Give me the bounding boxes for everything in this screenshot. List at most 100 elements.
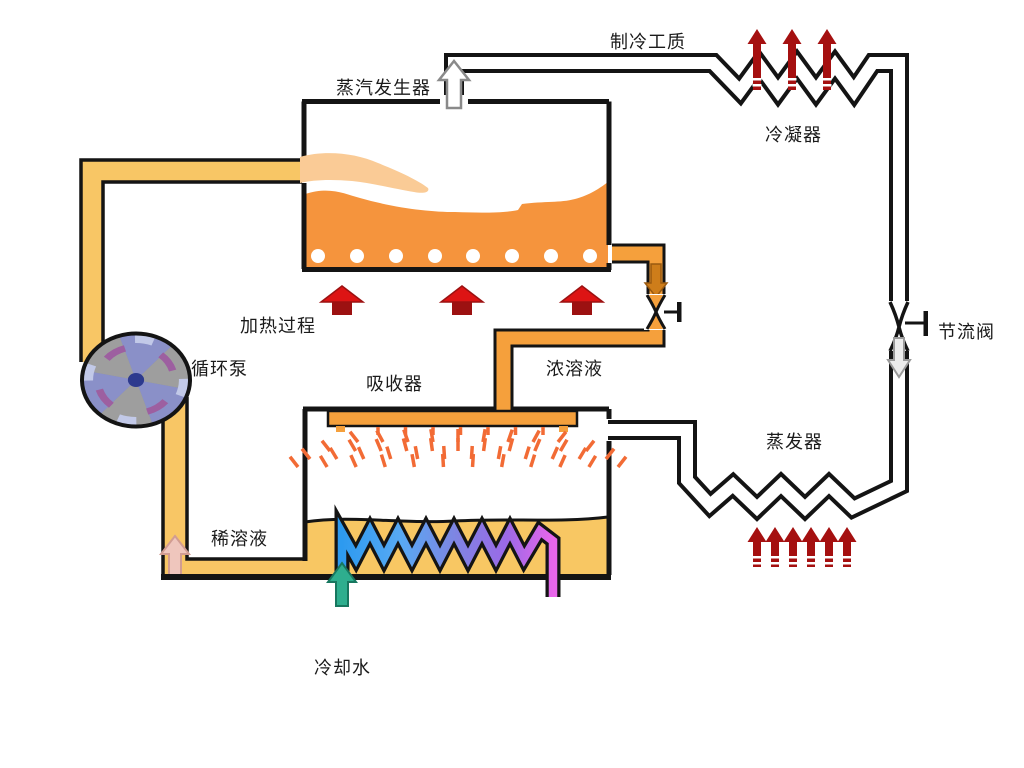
spray-drop (300, 447, 312, 461)
absorber-walls (302, 406, 612, 575)
pump-impeller (82, 333, 190, 427)
spray-drop (374, 438, 383, 452)
expansion-down-arrow (886, 337, 912, 379)
flow-arrow (801, 527, 821, 567)
flow-arrow-slit (824, 556, 834, 559)
pump-wedge (136, 345, 190, 390)
heat-arrow-shaft (572, 301, 592, 315)
pump-wedge (82, 370, 136, 415)
label-condenser: 冷凝器 (765, 125, 822, 146)
generator-liquid (305, 182, 608, 269)
flow-arrow-slit (806, 562, 816, 565)
concentrated-solution-pipe (493, 243, 682, 425)
refrigerant-pipe-circuit (444, 48, 909, 522)
spray-drop (347, 438, 358, 452)
boiling-bubbles (311, 249, 597, 263)
spray-drop (349, 454, 358, 468)
spray-drop (401, 437, 409, 452)
spray-drop (584, 439, 596, 453)
spray-drop (604, 447, 616, 461)
pump-hub (127, 373, 145, 387)
flow-arrow-slit (752, 84, 762, 87)
hot-flow-down-arrow (643, 263, 669, 299)
flow-arrow-slit (787, 78, 797, 81)
flow-arrow-slit (824, 562, 834, 565)
pipe-inner (448, 54, 905, 517)
heat-arrow-shaft (332, 301, 352, 315)
flow-arrow (819, 527, 839, 567)
evaporator-heat-in-arrows (747, 527, 857, 567)
spray-drop (587, 454, 598, 468)
pipe-upper-fill (81, 160, 309, 362)
flow-arrow-slit (842, 556, 852, 559)
label-absorber: 吸收器 (366, 374, 423, 395)
spray-drop (320, 439, 332, 453)
spray-drop (558, 438, 569, 452)
spray-drop (558, 454, 567, 468)
spray-drop (428, 437, 435, 452)
flow-arrow-slit (842, 562, 852, 565)
flow-arrow-slit (822, 84, 832, 87)
spray-drop (529, 454, 537, 468)
valve-lower-cone (649, 314, 663, 329)
spray-drop (533, 438, 542, 452)
spray-drop (440, 453, 446, 468)
flow-arrow-slit (788, 556, 798, 559)
heat-arrow-head (438, 285, 486, 303)
hot-pipe-fill (495, 245, 664, 425)
flow-arrow (783, 527, 803, 567)
spray-drop (288, 455, 300, 469)
flow-arrow-slit (770, 556, 780, 559)
absorber (161, 406, 628, 607)
throttle-handle (923, 311, 928, 336)
label-throttle-valve: 节流阀 (938, 322, 995, 343)
pump-wedge (99, 380, 153, 427)
spray-drop (379, 454, 387, 468)
heating-arrows (318, 285, 606, 315)
pump-highlight-ring (83, 335, 189, 425)
flow-arrow-slit (787, 84, 797, 87)
flow-arrow-slit (806, 556, 816, 559)
solution-valve (644, 294, 682, 330)
sprayer-nozzle-right (559, 426, 568, 432)
flow-arrow (837, 527, 857, 567)
cooling-water-inlet-arrow (326, 561, 358, 607)
label-cooling-water: 冷却水 (314, 658, 371, 679)
heat-arrow-shaft (452, 301, 472, 315)
flow-arrow (747, 527, 767, 567)
spray-drop (402, 429, 410, 443)
pump-outline (80, 331, 192, 429)
spray-drop (328, 446, 339, 460)
label-concentrated-solution: 浓溶液 (546, 359, 603, 380)
heat-arrow-head (318, 285, 366, 303)
spray-drop (318, 454, 329, 468)
throttle-valve (886, 301, 928, 379)
spray-drop (410, 453, 417, 468)
spray-drop (481, 437, 488, 452)
flow-arrow-slit (752, 78, 762, 81)
coil-tube (337, 516, 558, 597)
flow-arrow-slit (788, 562, 798, 565)
spray-drop (496, 445, 503, 460)
sprayer (326, 409, 579, 432)
valve-body-outline (645, 294, 667, 330)
steam-up-arrow (436, 58, 472, 110)
spray-drop (550, 446, 560, 460)
spray-droplets (288, 427, 628, 469)
flow-arrow-slit (822, 78, 832, 81)
label-evaporator: 蒸发器 (766, 432, 823, 453)
label-dilute-solution: 稀溶液 (211, 529, 268, 550)
spray-drop (523, 446, 531, 460)
flow-arrow-slit (752, 556, 762, 559)
flow-arrow-slit (770, 562, 780, 565)
dilute-solution-pipe (79, 158, 309, 579)
spray-drop (616, 455, 628, 469)
label-circulation-pump: 循环泵 (191, 359, 248, 380)
label-refrigerant: 制冷工质 (610, 32, 686, 53)
label-heating-process: 加热过程 (240, 316, 316, 337)
condenser-heat-out-arrows (747, 29, 837, 90)
spray-drop (348, 430, 360, 444)
label-steam-generator: 蒸汽发生器 (336, 78, 431, 99)
